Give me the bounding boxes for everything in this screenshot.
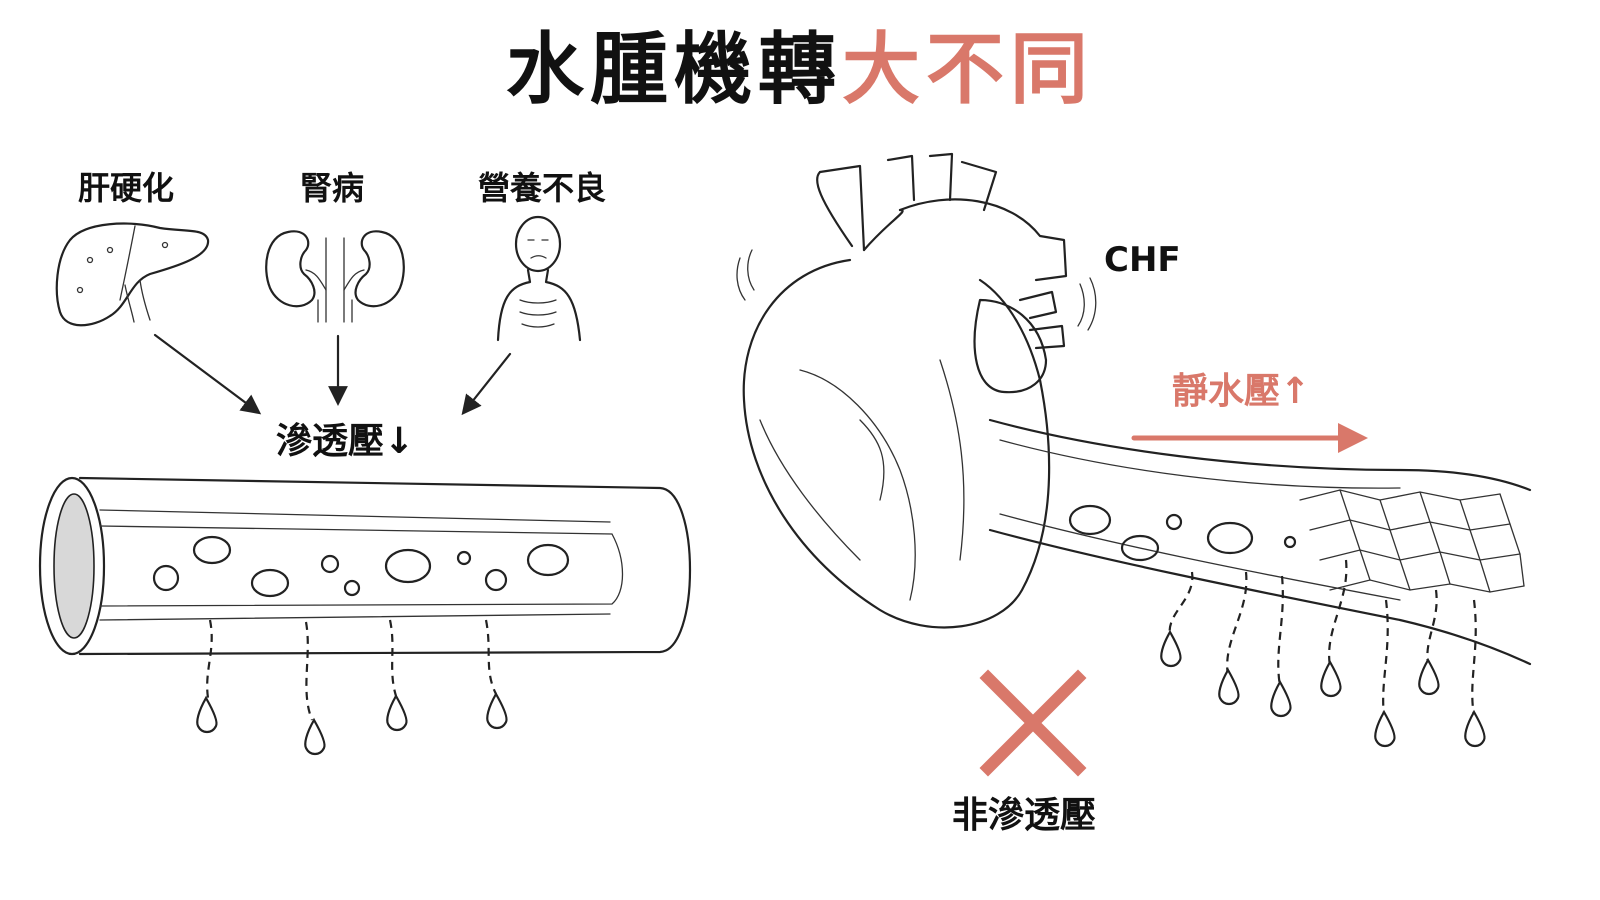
cross-icon bbox=[988, 678, 1078, 768]
blood-vessel-left bbox=[40, 478, 690, 654]
liver-icon bbox=[57, 224, 208, 326]
fluid-drop bbox=[487, 694, 506, 728]
fluid-drop bbox=[1375, 712, 1394, 746]
fluid-drop bbox=[305, 720, 324, 754]
leak-line bbox=[207, 620, 212, 698]
fluid-drop bbox=[197, 698, 216, 732]
leak-line bbox=[1170, 572, 1193, 636]
fluid-drop bbox=[1161, 632, 1180, 666]
fluid-drop bbox=[1419, 660, 1438, 694]
leak-line bbox=[306, 622, 312, 720]
leak-line bbox=[486, 620, 496, 694]
arrow-malnutrition bbox=[464, 354, 510, 412]
leak-line bbox=[390, 620, 396, 696]
heart-icon bbox=[737, 154, 1096, 627]
malnourished-person-icon bbox=[498, 217, 580, 340]
fluid-drop bbox=[1321, 662, 1340, 696]
vein-right bbox=[990, 420, 1530, 664]
leak-line bbox=[1278, 576, 1283, 686]
arrow-liver bbox=[155, 335, 258, 412]
leak-line bbox=[1329, 560, 1346, 666]
kidney-icon bbox=[266, 231, 404, 322]
fluid-drop bbox=[1219, 670, 1238, 704]
leak-line bbox=[1472, 600, 1475, 716]
fluid-drop bbox=[1271, 682, 1290, 716]
fluid-drop bbox=[1465, 712, 1484, 746]
fluid-drop bbox=[387, 696, 406, 730]
